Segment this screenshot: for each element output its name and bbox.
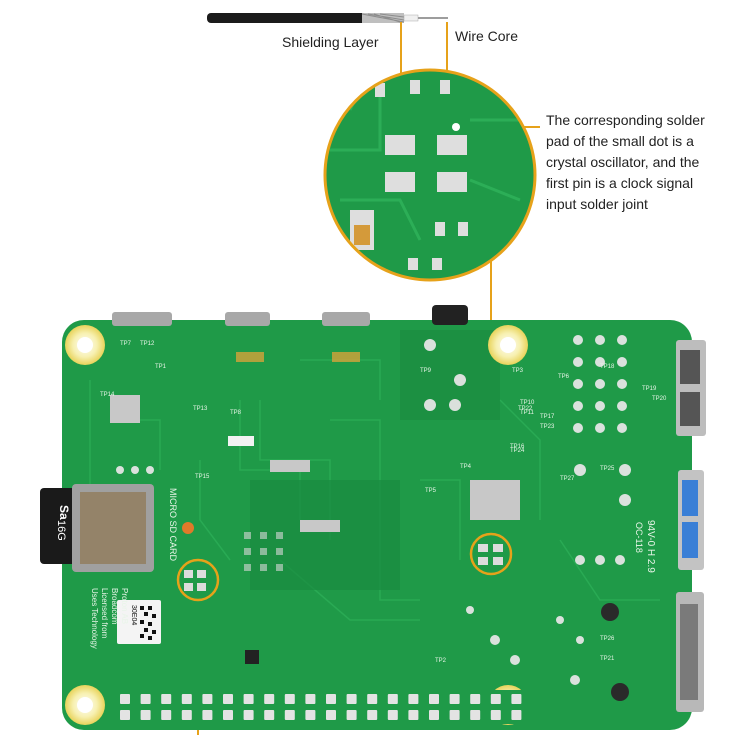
gpio-pin — [305, 710, 316, 720]
gpio-pin — [470, 710, 481, 720]
gpio-pin — [449, 710, 460, 720]
gpio-pin — [346, 710, 357, 720]
test-point-label: TP22 — [518, 406, 533, 412]
test-point-label: TP4 — [460, 464, 472, 470]
sd-size: 16G — [55, 520, 67, 541]
test-point-label: TP27 — [560, 476, 575, 482]
test-point-label: TP23 — [540, 424, 555, 430]
gpio-pin — [161, 710, 172, 720]
test-point-label: TP24 — [510, 448, 525, 454]
gpio-pin — [264, 694, 275, 704]
test-point-label: TP1 — [155, 364, 167, 370]
test-point-label: TP7 — [120, 341, 132, 347]
gpio-pin — [326, 710, 336, 720]
gpio-pin — [326, 694, 336, 704]
silk-line-1: Uses Technology — [90, 588, 99, 649]
test-point-label: TP9 — [420, 368, 432, 374]
gpio-pin — [490, 694, 501, 704]
wire-core-label: Wire Core — [455, 28, 519, 44]
gpio-pin — [305, 694, 316, 704]
gpio-pin — [490, 710, 501, 720]
test-point-label: TP14 — [100, 392, 115, 398]
test-point-label: TP5 — [425, 488, 437, 494]
gpio-pin — [346, 694, 357, 704]
gpio-pin — [387, 710, 398, 720]
gpio-pin — [429, 710, 439, 720]
gpio-pin — [243, 694, 254, 704]
rating-text: 94V-0 H 2.9 — [645, 520, 656, 573]
note-line: first pin is a clock signal — [546, 175, 694, 191]
test-point-label: TP17 — [540, 414, 555, 420]
test-point-label: TP20 — [652, 396, 667, 402]
note-line: pad of the small dot is a — [546, 133, 694, 149]
solder-pad-note: The corresponding solder pad of the smal… — [546, 110, 746, 215]
gpio-pin — [284, 710, 295, 720]
silk-line-3: Broadcom — [110, 588, 119, 625]
test-point-label: TP8 — [230, 410, 242, 416]
shielding-layer-label: Shielding Layer — [282, 34, 379, 50]
gpio-pin — [181, 710, 192, 720]
test-point-label: TP15 — [195, 474, 210, 480]
gpio-pin — [367, 694, 378, 704]
test-point-label: TP6 — [558, 374, 570, 380]
silk-line-2: Licensed from — [100, 588, 109, 639]
test-point-label: TP25 — [600, 466, 615, 472]
pcb-board — [40, 305, 706, 730]
note-line: crystal oscillator, and the — [546, 154, 700, 170]
test-point-label: TP10 — [520, 400, 535, 406]
test-point-label: TP16 — [510, 444, 525, 450]
note-line: The corresponding solder — [546, 112, 705, 128]
sd-brand: Sa — [57, 505, 71, 520]
test-point-label: TP19 — [642, 386, 657, 392]
test-point-label: TP21 — [600, 656, 615, 662]
gpio-pin — [511, 710, 522, 720]
gpio-pin — [470, 694, 481, 704]
gpio-pin — [449, 694, 460, 704]
gpio-pin — [387, 694, 398, 704]
gpio-pin — [140, 694, 151, 704]
test-point-label: TP2 — [435, 658, 447, 664]
coax-cable — [207, 13, 448, 23]
gpio-pin — [140, 710, 151, 720]
gpio-pin — [408, 710, 419, 720]
test-point-label: TP11 — [520, 410, 535, 416]
gpio-pin — [243, 710, 254, 720]
note-line: input solder joint — [546, 196, 648, 212]
gpio-pin — [429, 694, 439, 704]
gpio-pin — [367, 710, 378, 720]
silkscreen: MICRO SD CARD Sa 16G Uses Technology Lic… — [55, 488, 656, 649]
gpio-pin — [120, 710, 130, 720]
gpio-pin — [223, 694, 233, 704]
cert-text: OC-118 — [634, 522, 644, 553]
gpio-pin — [284, 694, 295, 704]
test-point-label: TP18 — [600, 364, 615, 370]
gpio-pin — [408, 694, 419, 704]
gpio-pin — [202, 710, 213, 720]
gpio-pin — [202, 694, 213, 704]
silk-line-4: Proton AB — [120, 588, 129, 624]
test-point-label: TP12 — [140, 341, 155, 347]
qr-text: 30E04 — [130, 605, 137, 625]
zoom-magnifier — [323, 68, 537, 282]
gpio-pin — [223, 710, 233, 720]
gpio-pin — [264, 710, 275, 720]
gpio-pin — [181, 694, 192, 704]
gpio-pin — [120, 694, 130, 704]
gpio-pin — [511, 694, 522, 704]
gpio-pin — [161, 694, 172, 704]
test-point-label: TP13 — [193, 406, 208, 412]
test-point-label: TP26 — [600, 636, 615, 642]
micro-sd-label: MICRO SD CARD — [168, 488, 178, 562]
test-point-label: TP3 — [512, 368, 524, 374]
